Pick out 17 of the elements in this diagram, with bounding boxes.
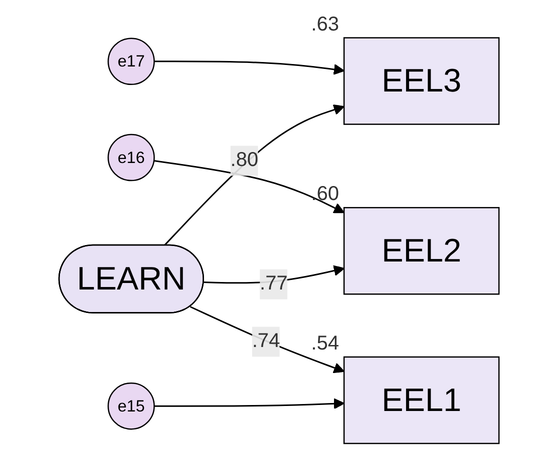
node-circle: e15 xyxy=(108,382,155,430)
node-circle: e16 xyxy=(108,134,155,182)
arrow xyxy=(164,104,345,246)
coefficient-label: .63 xyxy=(311,13,340,36)
arrow xyxy=(154,398,345,410)
edge-label: .80 xyxy=(230,150,258,171)
node-box: EEL2 xyxy=(343,207,500,295)
coefficient-label: .60 xyxy=(311,183,340,206)
edge-label: .74 xyxy=(252,330,280,352)
node-box: EEL3 xyxy=(343,37,500,125)
coefficient-label: .54 xyxy=(311,332,340,354)
node-circle: e17 xyxy=(108,38,155,86)
node-box: EEL1 xyxy=(343,356,500,444)
arrow xyxy=(154,160,345,214)
arrow xyxy=(190,306,345,374)
arrow xyxy=(154,60,345,75)
edge-label: .77 xyxy=(260,273,288,294)
